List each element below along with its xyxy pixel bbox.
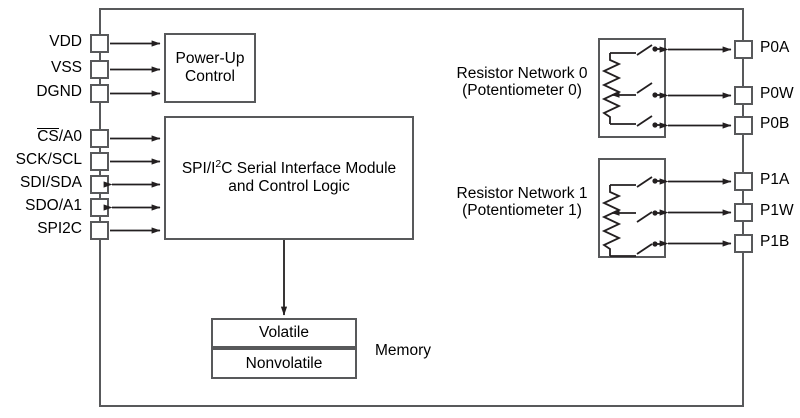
pin-pad-vss[interactable] [90, 60, 109, 79]
pin-label-vdd: VDD [49, 33, 82, 50]
rn1-switch-b [636, 243, 653, 255]
resistor-network-1-box [598, 158, 666, 258]
pin-pad-spi2c[interactable] [90, 221, 109, 240]
cs-suffix-text: /A0 [58, 128, 82, 145]
resistor-network-0-label: Resistor Network 0 (Potentiometer 0) [452, 65, 592, 100]
pin-label-p0a: P0A [760, 39, 790, 56]
pin-pad-vdd[interactable] [90, 34, 109, 53]
resistor-network-1-internals [601, 176, 666, 257]
pin-label-sdo-a1: SDO/A1 [25, 197, 82, 214]
cs-overline-text: CS [37, 128, 59, 145]
power-up-control-line2: Control [185, 68, 235, 85]
pin-pad-cs-a0[interactable] [90, 129, 109, 148]
power-up-control-block: Power-Up Control [164, 33, 256, 103]
serial-interface-line2: and Control Logic [228, 178, 350, 195]
memory-nonvolatile-cell: Nonvolatile [211, 348, 357, 379]
resistor-network-0-line2: (Potentiometer 0) [462, 82, 582, 100]
rn1-switch-a [636, 176, 653, 188]
resistor-network-0-nodes [652, 46, 658, 128]
rn0-switch-a [636, 44, 653, 56]
pin-label-p1b: P1B [760, 233, 790, 250]
pin-label-dgnd: DGND [36, 83, 82, 100]
device-outline-bottom [99, 405, 744, 407]
power-up-control-line1: Power-Up [175, 50, 245, 67]
rn0-switch-w [636, 82, 653, 94]
resistor-network-0-internals [601, 44, 666, 127]
pin-label-p1a: P1A [760, 171, 790, 188]
resistor-network-1-line2: (Potentiometer 1) [462, 202, 582, 220]
pin-label-vss: VSS [50, 59, 82, 76]
pin-pad-p0a[interactable] [734, 40, 753, 59]
pin-pad-p1b[interactable] [734, 234, 753, 253]
resistor-network-0-line1: Resistor Network 0 [456, 65, 588, 82]
rn1-switch-w [636, 211, 653, 223]
rn0-switch-b [636, 115, 653, 127]
device-outline-top [99, 8, 744, 10]
memory-volatile-cell: Volatile [211, 318, 357, 348]
pin-label-sdi-sda: SDI/SDA [19, 174, 82, 191]
pin-label-p0b: P0B [760, 115, 790, 132]
pin-label-sck-scl: SCK/SCL [15, 151, 82, 168]
pin-pad-p0w[interactable] [734, 86, 753, 105]
resistor-network-1-line1: Resistor Network 1 [456, 185, 588, 202]
pin-pad-p0b[interactable] [734, 116, 753, 135]
pin-label-cs-a0: CS/A0 [0, 128, 82, 145]
serial-interface-line1: SPI/I2C Serial Interface Module [181, 157, 397, 177]
resistor-network-1-nodes [652, 178, 658, 247]
memory-nonvolatile-label: Nonvolatile [245, 354, 323, 372]
serial-interface-block: SPI/I2C Serial Interface Module and Cont… [164, 116, 414, 240]
resistor-network-1-label: Resistor Network 1 (Potentiometer 1) [452, 185, 592, 220]
pin-label-p0w: P0W [760, 85, 794, 102]
pin-label-p1w: P1W [760, 202, 794, 219]
pin-pad-p1a[interactable] [734, 172, 753, 191]
pin-pad-p1w[interactable] [734, 203, 753, 222]
memory-caption: Memory [375, 342, 431, 359]
pin-pad-dgnd[interactable] [90, 84, 109, 103]
pin-label-spi2c: SPI2C [37, 220, 82, 237]
memory-volatile-label: Volatile [259, 324, 309, 341]
pin-pad-sck-scl[interactable] [90, 152, 109, 171]
